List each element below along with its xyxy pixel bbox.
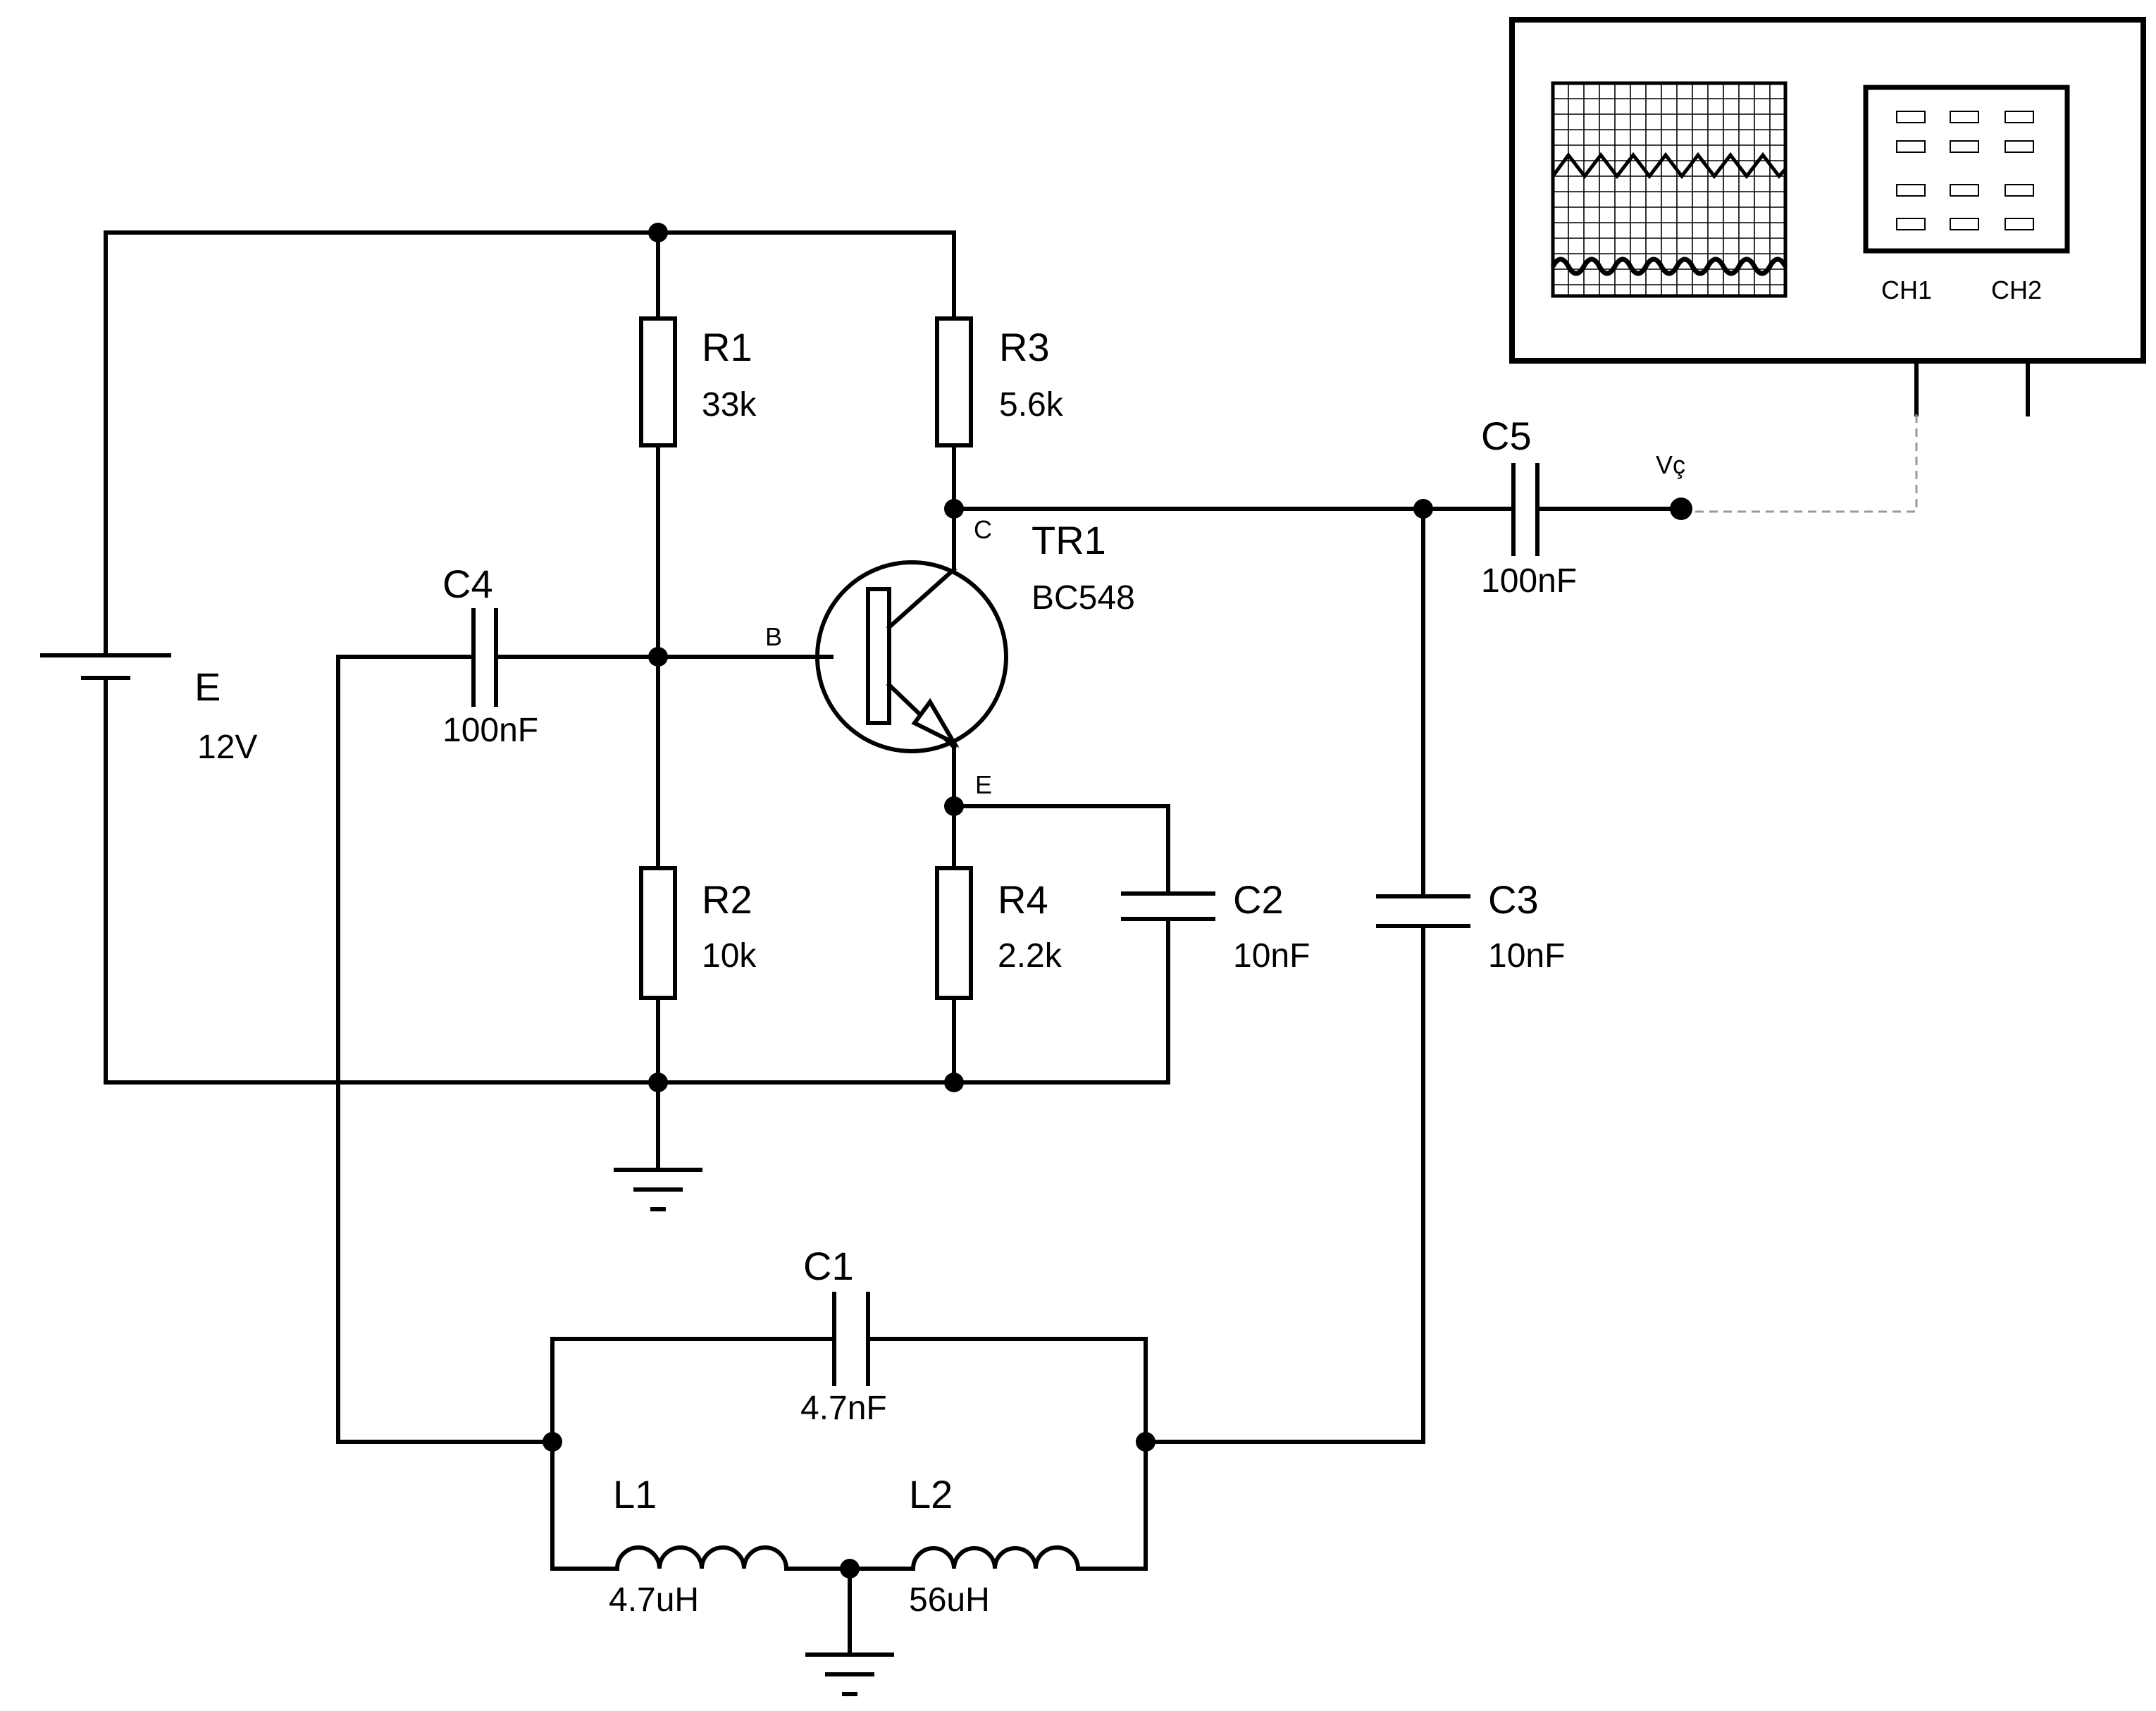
c1-name: C1 [803,1244,854,1288]
c3-name: C3 [1488,877,1539,922]
c4-value: 100nF [442,712,538,749]
c3-value: 10nF [1488,937,1565,975]
screen-grid [1553,83,1785,296]
capacitor-c2 [1121,891,1215,921]
output-terminal [1670,498,1692,520]
inductor-l1 [615,1545,788,1571]
probe-dashed-line [1681,414,1918,513]
wire-tank-left [550,1337,836,1571]
tr1-value: BC548 [1031,579,1135,617]
oscilloscope: CH1 CH2 [1509,17,2146,364]
tr1-pin-e: E [975,770,992,799]
trace-ch2-sine [1550,257,1788,276]
c4-name: C4 [442,562,493,606]
resistor-r2 [639,866,677,1000]
c2-name: C2 [1233,877,1284,922]
wire-c3-bottom [1144,924,1425,1444]
wire-tank-right [866,1337,1148,1571]
r2-value: 10k [702,937,757,975]
c1-value: 4.7nF [800,1390,887,1427]
r1-name: R1 [702,325,752,369]
wires [104,230,2030,1657]
emitter-arrow [911,698,960,748]
resistor-r1 [639,316,677,447]
battery-value: 12V [197,729,257,766]
ch2-label: CH2 [1991,276,2042,304]
ground-symbol-tank [805,1653,894,1696]
tr1-name: TR1 [1031,518,1106,562]
resistor-r4 [935,866,973,1000]
r2-name: R2 [702,877,752,922]
capacitor-c1 [832,1292,870,1386]
l2-name: L2 [909,1472,953,1517]
capacitor-c5 [1511,463,1539,556]
r3-value: 5.6k [999,386,1064,424]
l1-name: L1 [613,1472,657,1517]
ch1-label: CH1 [1881,276,1932,304]
wire-top-rail [104,230,956,657]
junction-dots [543,223,1433,1579]
inductor-l2 [911,1545,1080,1571]
output-label: Vç [1656,450,1685,479]
r4-name: R4 [998,877,1048,922]
c5-name: C5 [1481,414,1532,458]
capacitor-c3 [1376,894,1470,928]
tr1-pin-b: B [765,622,782,651]
l2-value: 56uH [909,1581,990,1619]
tr1-pin-c: C [974,515,992,544]
panel-buttons [1896,111,2034,230]
wire-emitter-c2 [952,804,1170,896]
transistor-tr1 [815,560,1008,753]
capacitor-c4 [471,608,498,707]
c5-value: 100nF [1481,562,1577,600]
r4-value: 2.2k [998,937,1062,975]
l1-value: 4.7uH [609,1581,699,1619]
battery-e [40,653,171,680]
wire-bottom-rail [104,676,1170,1085]
resistor-r3 [935,316,973,447]
ground-symbol-main [614,1168,702,1211]
battery-name: E [194,665,221,709]
c2-value: 10nF [1233,937,1310,975]
r3-name: R3 [999,325,1050,369]
wire-c4-left [336,655,555,1444]
r1-value: 33k [702,386,757,424]
trace-ch1-zigzag [1551,152,1787,180]
